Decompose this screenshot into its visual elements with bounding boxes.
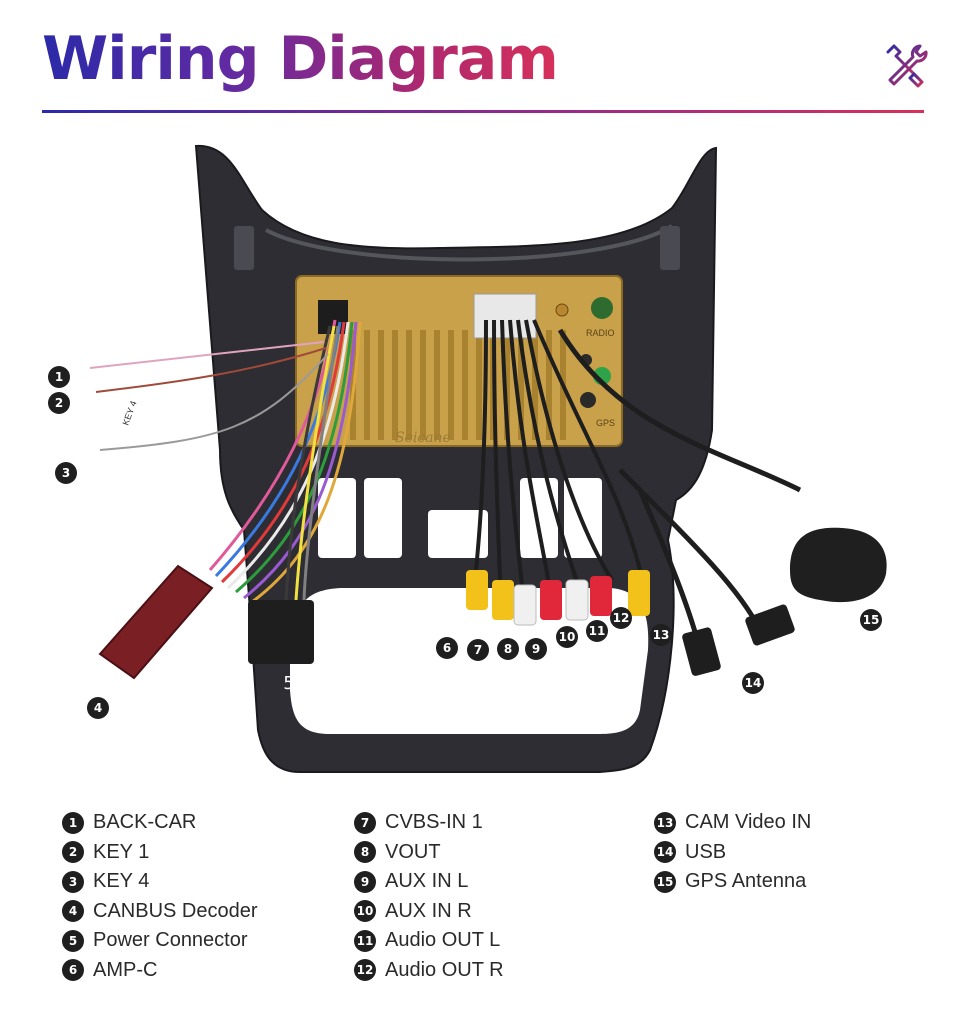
page-title: Wiring Diagram (42, 20, 559, 98)
legend-item: 10 AUX IN R (354, 897, 504, 927)
callout-1: 1 (48, 366, 70, 388)
legend-number: 15 (654, 870, 676, 893)
legend-item: 3 KEY 4 (62, 867, 258, 897)
legend-item: 9 AUX IN L (354, 867, 504, 897)
legend-item: 12 Audio OUT R (354, 956, 504, 986)
legend-column-2: 7 CVBS-IN 1 8 VOUT 9 AUX IN L 10 AUX IN R 11… (354, 808, 504, 985)
usb-plug-a (682, 627, 721, 676)
legend-number: 14 (654, 841, 676, 864)
left-bracket (234, 226, 254, 270)
callout-7: 7 (467, 639, 489, 661)
legend-number: 2 (62, 841, 84, 864)
legend-item: 7 CVBS-IN 1 (354, 808, 504, 838)
callout-4: 4 (87, 697, 109, 719)
top-curve (265, 224, 674, 262)
usb-plug-b (745, 604, 795, 646)
wire-harness (89, 319, 362, 604)
callout-10: 10 (556, 626, 578, 648)
legend-item: 6 AMP-C (62, 956, 258, 986)
legend-label: CVBS-IN 1 (385, 811, 483, 834)
legend-label: AUX IN R (385, 899, 472, 922)
legend-label: Audio OUT R (385, 958, 504, 981)
legend-label: Audio OUT L (385, 929, 501, 952)
canbus-decoder (98, 564, 214, 680)
legend-number: 4 (62, 900, 84, 923)
callout-11: 11 (586, 620, 608, 642)
callout-13: 13 (650, 624, 672, 646)
callout-9: 9 (525, 638, 547, 660)
title-divider (42, 110, 924, 113)
legend-label: GPS Antenna (685, 870, 807, 893)
gps-port (580, 392, 596, 408)
power-connector (248, 600, 314, 664)
legend-number: 3 (62, 870, 84, 893)
legend-number: 12 (354, 959, 376, 982)
callout-6: 6 (436, 637, 458, 659)
legend-number: 7 (354, 811, 376, 834)
brand-label: Seicane (395, 430, 451, 446)
rca-plugs (466, 570, 650, 626)
gps-label: GPS (596, 418, 615, 428)
key4-tag: KEY 4 (120, 399, 138, 426)
radio-port (591, 297, 613, 319)
legend-item: 2 KEY 1 (62, 838, 258, 868)
head-unit-body (295, 275, 623, 447)
legend-number: 11 (354, 929, 376, 952)
legend-item: 14 USB (654, 838, 811, 868)
right-bracket (660, 226, 680, 270)
legend-item: 4 CANBUS Decoder (62, 897, 258, 927)
legend-number: 13 (654, 811, 676, 834)
legend-item: 8 VOUT (354, 838, 504, 868)
callout-15: 15 (860, 609, 882, 631)
legend-label: USB (685, 840, 727, 863)
legend-label: BACK-CAR (93, 811, 197, 834)
legend-label: KEY 4 (93, 870, 150, 893)
legend-label: Power Connector (93, 929, 248, 952)
legend-number: 10 (354, 900, 376, 923)
callout-3: 3 (55, 462, 77, 484)
legend-item: 5 Power Connector (62, 926, 258, 956)
legend-number: 9 (354, 870, 376, 893)
legend-label: VOUT (385, 840, 441, 863)
legend-label: AUX IN L (385, 870, 469, 893)
radio-label: RADIO (586, 328, 615, 338)
legend-number: 6 (62, 959, 84, 982)
gps-antenna (790, 527, 887, 603)
legend-column-3: 13 CAM Video IN 14 USB 15 GPS Antenna (654, 808, 811, 897)
legend-number: 8 (354, 841, 376, 864)
callout-5: 5 (283, 672, 295, 694)
rca-cables (474, 319, 642, 591)
callout-2: 2 (48, 392, 70, 414)
legend-item: 15 GPS Antenna (654, 867, 811, 897)
legend-label: CAM Video IN (685, 811, 812, 834)
antenna-port (555, 303, 569, 317)
legend-item: 1 BACK-CAR (62, 808, 258, 838)
callout-12: 12 (610, 607, 632, 629)
legend-number: 5 (62, 929, 84, 952)
legend-label: KEY 1 (93, 840, 150, 863)
wiring-diagram: RADIO GPS Seicane KEY 4 (89, 144, 887, 773)
tools-icon (886, 44, 928, 88)
callout-14: 14 (742, 672, 764, 694)
legend-item: 13 CAM Video IN (654, 808, 811, 838)
legend-label: CANBUS Decoder (93, 899, 258, 922)
legend-item: 11 Audio OUT L (354, 926, 504, 956)
legend-number: 1 (62, 811, 84, 834)
legend-label: AMP-C (93, 958, 158, 981)
dash-panel-inner-cutout (290, 588, 649, 734)
callout-8: 8 (497, 638, 519, 660)
